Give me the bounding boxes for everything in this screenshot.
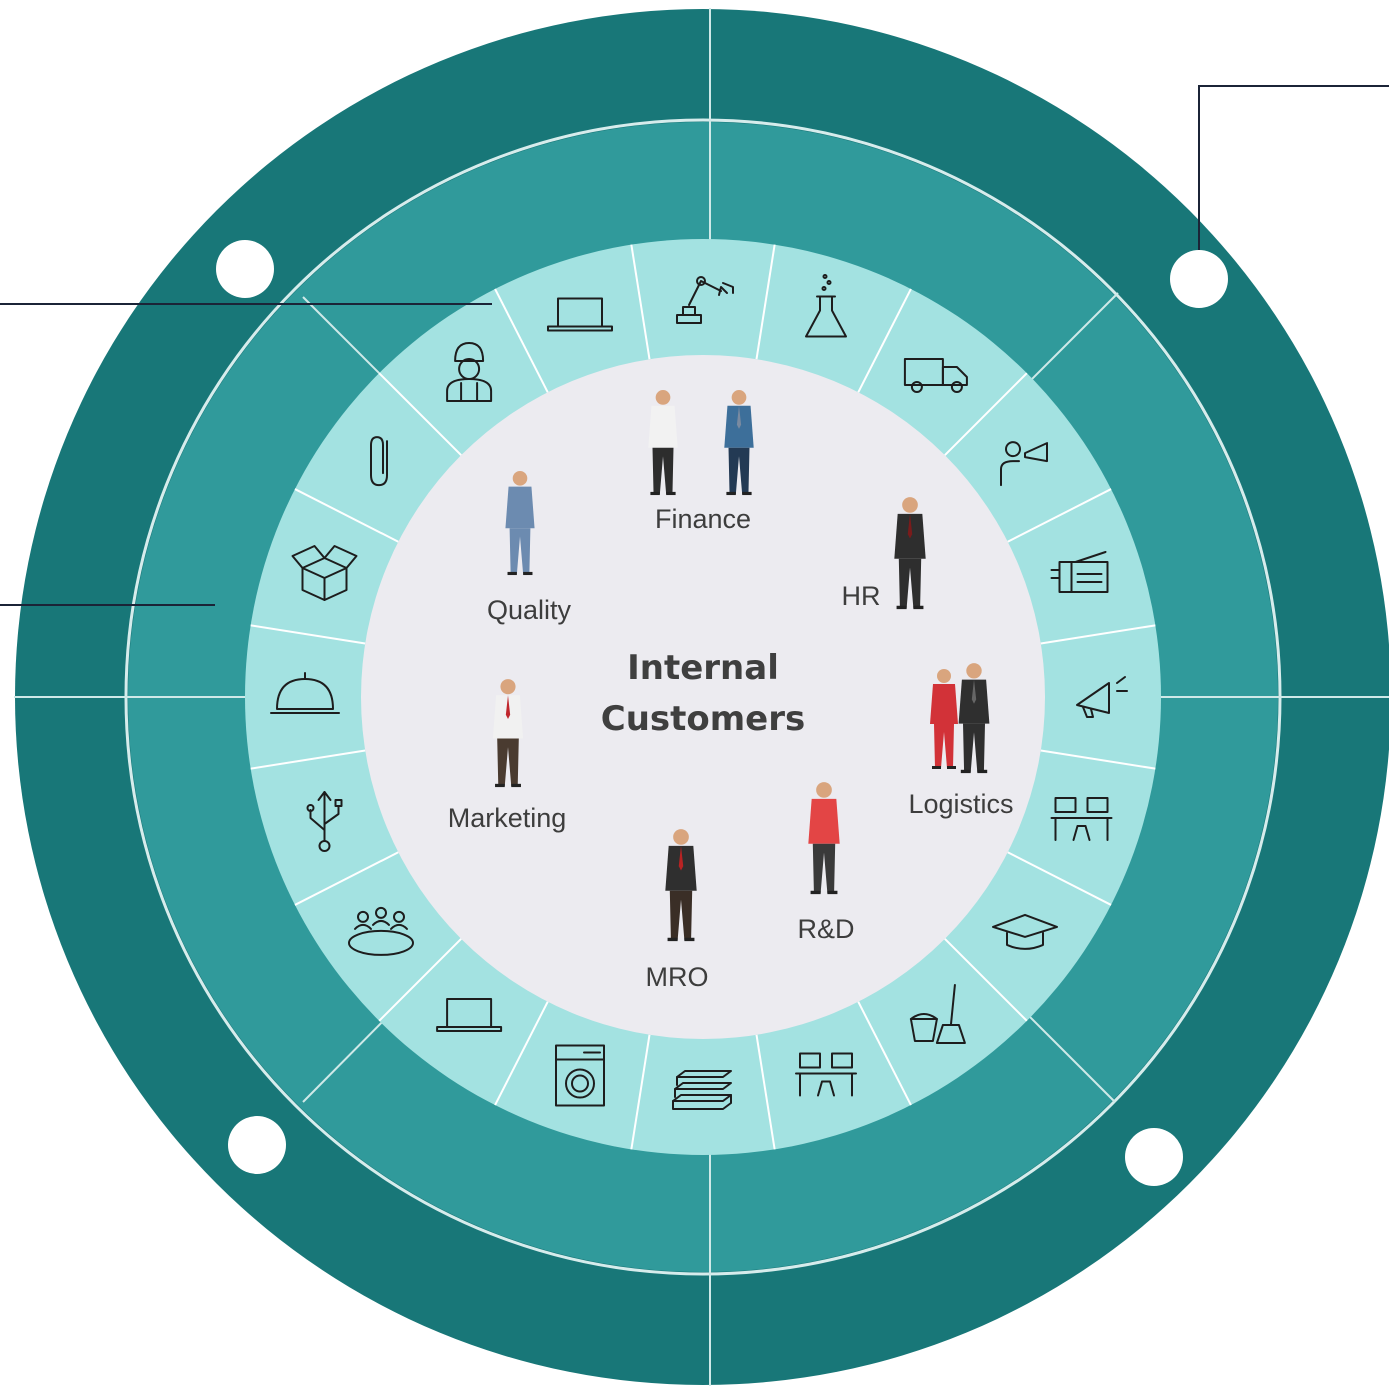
center-title-line1: Internal — [627, 648, 779, 688]
person-rnd — [808, 782, 840, 895]
person-mro — [665, 829, 697, 942]
speaker-megaphone-person-icon — [1000, 441, 1048, 487]
delivery-truck-icon — [903, 358, 968, 393]
node-dot-top-right — [1170, 250, 1228, 308]
dept-label-logistics: Logistics — [908, 789, 1013, 819]
icon-ring-icons — [270, 274, 1128, 1110]
cleaning-bucket-broom-icon — [909, 984, 966, 1044]
meeting-table-icon — [348, 906, 414, 956]
dept-label-rnd: R&D — [797, 914, 854, 944]
paperclip-icon — [370, 436, 388, 487]
lab-flask-icon — [805, 274, 847, 338]
dept-label-finance: Finance — [655, 504, 751, 534]
usb-icon — [306, 791, 343, 852]
open-box-icon — [291, 545, 358, 601]
robot-arm-icon — [676, 276, 734, 324]
dept-label-marketing: Marketing — [448, 803, 567, 833]
person-logistics-1 — [930, 669, 958, 769]
person-quality — [505, 471, 535, 576]
person-finance-2 — [724, 390, 754, 496]
serving-cloche-icon — [270, 672, 340, 714]
female-worker-icon — [446, 342, 493, 402]
connector-top-right — [1198, 85, 1389, 250]
person-marketing — [492, 679, 524, 788]
office-printer-icon — [1050, 551, 1109, 593]
connector-lines — [0, 85, 1389, 606]
books-stack-icon — [672, 1070, 732, 1110]
node-dot-top-left — [216, 240, 274, 298]
washing-machine-icon — [555, 1044, 605, 1107]
megaphone-icon — [1076, 676, 1128, 718]
person-hr — [894, 497, 926, 610]
office-desks-icon — [1050, 797, 1113, 841]
node-dot-bottom-right — [1125, 1128, 1183, 1186]
people-figures — [492, 390, 990, 942]
graduation-cap-icon — [992, 913, 1058, 950]
dept-label-hr: HR — [842, 581, 881, 611]
icon-ring-dividers — [250, 244, 1156, 1150]
office-desks-icon — [795, 1052, 857, 1097]
laptop-icon — [436, 998, 503, 1032]
node-dot-bottom-left — [228, 1116, 286, 1174]
person-finance-1 — [648, 390, 678, 496]
dept-label-quality: Quality — [487, 595, 572, 625]
person-logistics-2 — [958, 663, 990, 774]
center-title-line2: Customers — [601, 699, 806, 739]
dept-label-mro: MRO — [646, 962, 709, 992]
laptop-icon — [547, 297, 613, 332]
